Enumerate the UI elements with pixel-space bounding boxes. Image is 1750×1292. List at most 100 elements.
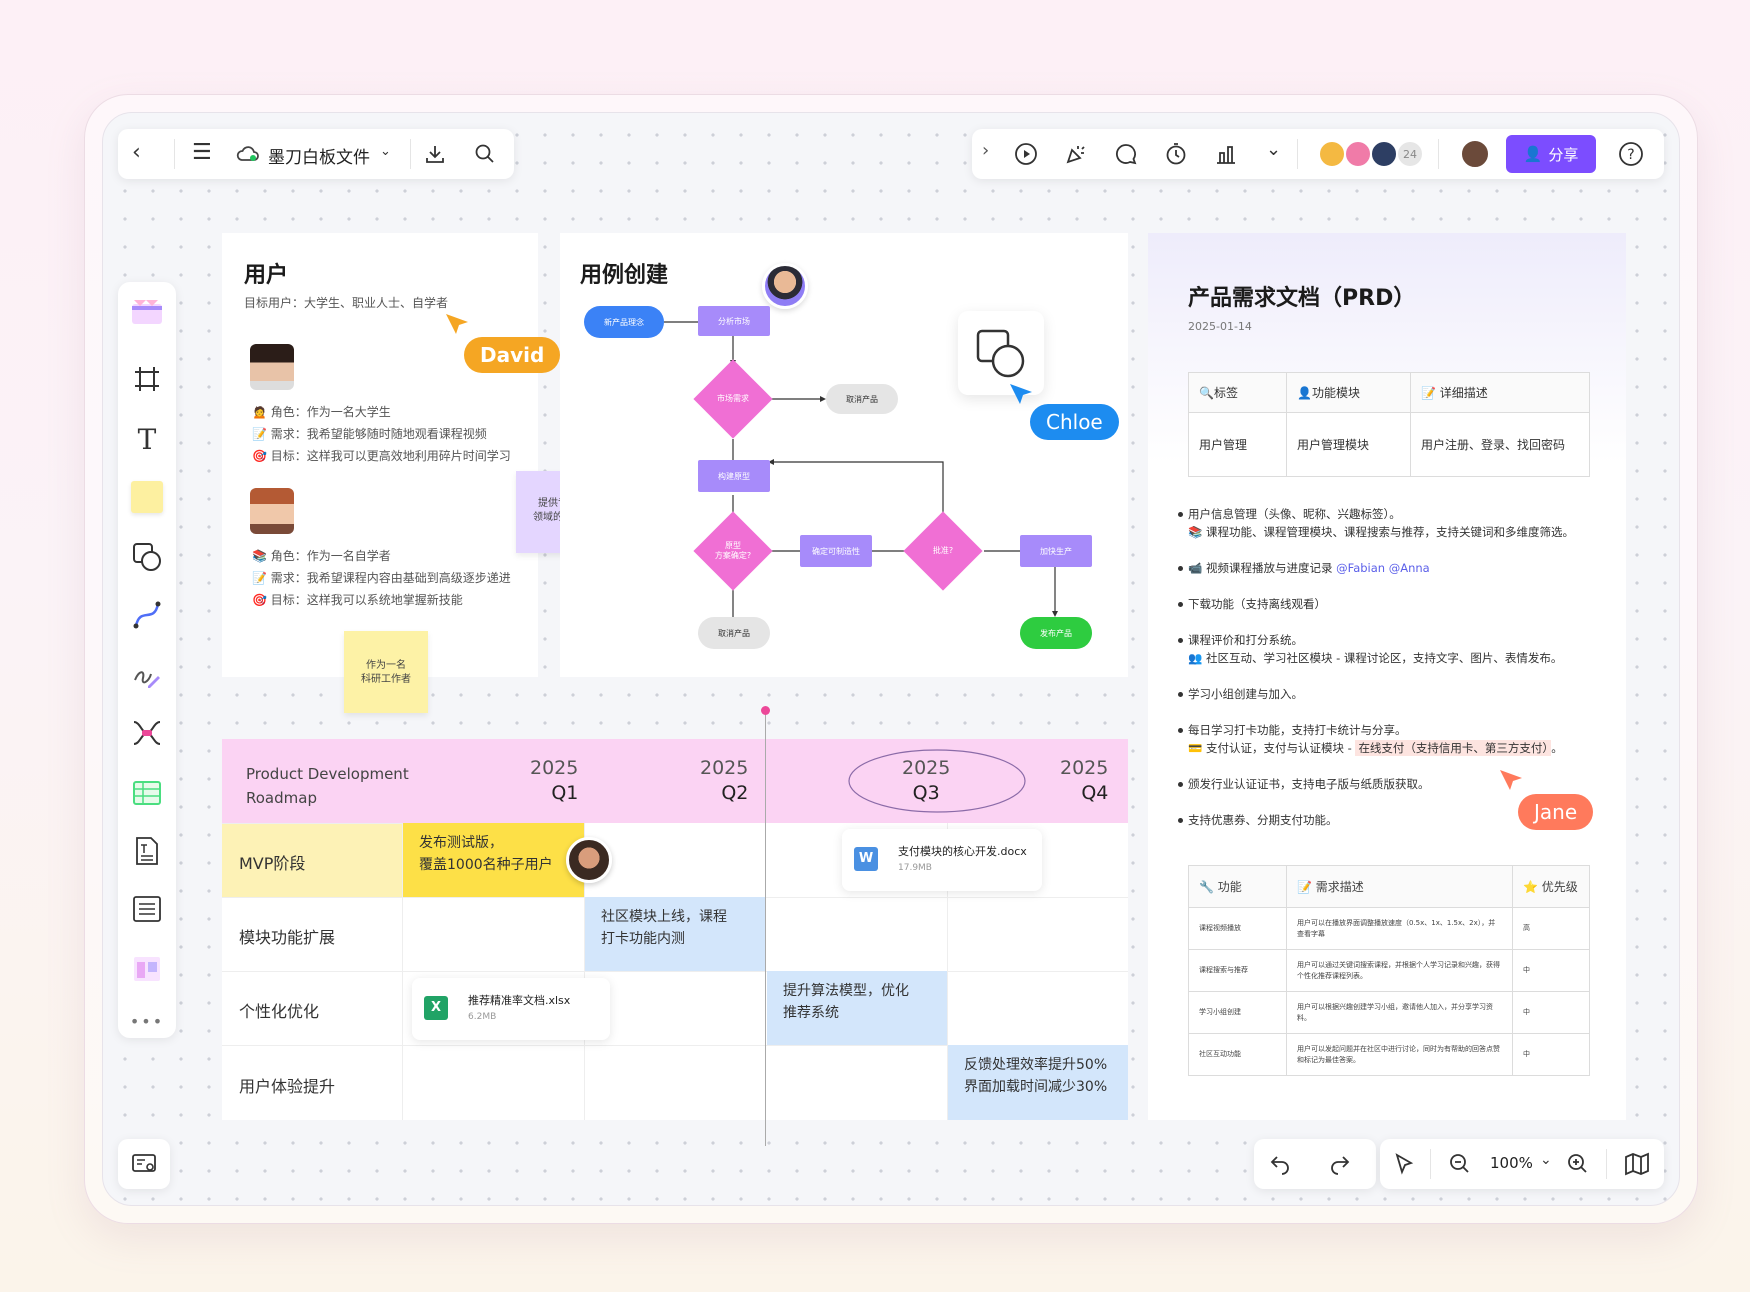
redo-icon[interactable] bbox=[1328, 1152, 1352, 1176]
play-icon[interactable] bbox=[1014, 142, 1038, 166]
roadmap-row-ux bbox=[222, 1045, 1128, 1119]
mention-link[interactable]: @Fabian @Anna bbox=[1336, 561, 1430, 575]
word-file-icon: W bbox=[854, 847, 878, 871]
flow-node-release[interactable]: 发布产品 bbox=[1020, 617, 1092, 649]
undo-icon[interactable] bbox=[1268, 1152, 1292, 1176]
timeline-marker-line[interactable] bbox=[765, 710, 766, 1146]
celebrate-icon[interactable] bbox=[1064, 142, 1088, 166]
member-count-badge[interactable]: 24 bbox=[1396, 140, 1424, 168]
roadmap-task-ux[interactable]: 反馈处理效率提升50% 界面加载时间减少30% bbox=[948, 1045, 1128, 1120]
roadmap-q3-label: Q3 bbox=[912, 781, 940, 804]
comment-icon[interactable] bbox=[1114, 142, 1138, 166]
zoom-level[interactable]: 100% bbox=[1490, 1154, 1533, 1172]
roadmap-q3-header: 2025 Q3 bbox=[902, 756, 950, 805]
roadmap-q4-label: Q4 bbox=[1081, 781, 1109, 804]
file-name-xlsx: 推荐精准率文档.xlsx bbox=[468, 994, 571, 1007]
flow-node-analyze[interactable]: 分析市场 bbox=[698, 306, 770, 336]
roadmap-q2-label: Q2 bbox=[721, 781, 749, 804]
chevron-down-icon[interactable]: ⌄ bbox=[380, 144, 391, 159]
kanban-tool-icon[interactable] bbox=[128, 950, 166, 988]
help-icon[interactable]: ? bbox=[1618, 141, 1644, 167]
table-row: 社区互动功能用户可以发起问题并在社区中进行讨论，同时为有帮助的回答点赞和标记为最… bbox=[1188, 1033, 1590, 1076]
collaborator-avatar[interactable] bbox=[1318, 140, 1346, 168]
prd-bullet: 颁发行业认证证书，支持电子版与纸质版获取。 bbox=[1178, 775, 1430, 793]
persona-1-goal: 🎯 目标：这样我可以更高效地利用碎片时间学习 bbox=[252, 449, 511, 463]
table-header: 🔧 功能 bbox=[1188, 865, 1287, 908]
text-tool-icon[interactable]: T bbox=[137, 422, 157, 456]
template-icon[interactable] bbox=[128, 290, 166, 328]
sticky-note-icon[interactable] bbox=[128, 478, 166, 516]
roadmap-q3-year: 2025 bbox=[902, 757, 951, 779]
flow-decision-need-label: 市场需求 bbox=[717, 394, 749, 404]
undo-redo-group bbox=[1254, 1139, 1376, 1189]
roadmap-title: Product Development Roadmap bbox=[246, 765, 409, 807]
roadmap-task-personal[interactable]: 提升算法模型，优化 推荐系统 bbox=[767, 971, 947, 1045]
collaborator-avatar bbox=[762, 263, 808, 309]
flow-node-produce[interactable]: 加快生产 bbox=[1020, 535, 1092, 567]
roadmap-row-label: 模块功能扩展 bbox=[239, 928, 336, 947]
menu-icon[interactable]: ☰ bbox=[192, 140, 212, 165]
select-pointer-icon[interactable] bbox=[1392, 1152, 1416, 1176]
minimap-button[interactable] bbox=[118, 1139, 170, 1189]
file-name[interactable]: 墨刀白板文件 bbox=[268, 148, 370, 168]
flow-node-build[interactable]: 构建原型 bbox=[698, 460, 770, 492]
connector-tool-icon[interactable] bbox=[128, 596, 166, 634]
svg-text:?: ? bbox=[1627, 147, 1634, 163]
table-cell: 用户注册、登录、找回密码 bbox=[1410, 412, 1590, 477]
persona-avatar-1 bbox=[250, 344, 294, 390]
top-left-toolbar: ‹ ☰ 墨刀白板文件 ⌄ bbox=[118, 129, 514, 179]
share-button[interactable]: 👤分享 bbox=[1506, 135, 1596, 173]
add-user-icon: 👤 bbox=[1523, 145, 1543, 163]
roadmap-q1-year: 2025 bbox=[530, 757, 579, 779]
prd-bullet: 下载功能（支持离线观看） bbox=[1178, 595, 1326, 613]
sticky-note-yellow[interactable]: 作为一名 科研工作者 bbox=[344, 631, 428, 713]
roadmap-q2-header: 2025 Q2 bbox=[700, 756, 748, 805]
persona-avatar-2 bbox=[250, 488, 294, 534]
more-down-icon[interactable]: ⌄ bbox=[1266, 139, 1282, 160]
table-header: ⭐ 优先级 bbox=[1512, 865, 1590, 908]
flow-node-start[interactable]: 新产品理念 bbox=[584, 306, 664, 338]
collaborator-avatar[interactable] bbox=[1370, 140, 1398, 168]
timeline-marker-dot[interactable] bbox=[761, 706, 770, 715]
download-icon[interactable] bbox=[424, 143, 446, 165]
table-row: 学习小组创建用户可以根据兴趣创建学习小组，邀请他人加入，并分享学习资料。中 bbox=[1188, 991, 1590, 1034]
chevron-right-icon[interactable]: › bbox=[982, 140, 990, 161]
flow-node-cancel-2[interactable]: 取消产品 bbox=[698, 617, 770, 649]
zoom-out-icon[interactable] bbox=[1448, 1152, 1472, 1176]
flow-node-cancel-1[interactable]: 取消产品 bbox=[826, 384, 898, 414]
shape-insert-card[interactable] bbox=[958, 311, 1044, 395]
roadmap-task-module[interactable]: 社区模块上线，课程 打卡功能内测 bbox=[585, 897, 766, 971]
highlighted-text[interactable]: 在线支付（支持信用卡、第三方支付） bbox=[1355, 740, 1552, 757]
file-size-xlsx: 6.2MB bbox=[468, 1012, 497, 1022]
table-cell: 用户管理 bbox=[1188, 412, 1287, 477]
table-row: 课程视频播放用户可以在播放界面调整播放速度（0.5x、1x、1.5x、2x），并… bbox=[1188, 907, 1590, 950]
table-tool-icon[interactable] bbox=[128, 774, 166, 812]
pen-tool-icon[interactable] bbox=[128, 656, 166, 694]
zoom-dropdown-icon[interactable]: ⌄ bbox=[1540, 1152, 1552, 1168]
document-tool-icon[interactable] bbox=[128, 832, 166, 870]
persona-panel[interactable] bbox=[222, 233, 538, 677]
collaborator-avatar[interactable] bbox=[1344, 140, 1372, 168]
timer-icon[interactable] bbox=[1164, 142, 1188, 166]
search-icon[interactable] bbox=[474, 143, 496, 165]
list-tool-icon[interactable] bbox=[128, 890, 166, 928]
map-icon[interactable] bbox=[1624, 1152, 1650, 1176]
roadmap-task-mvp[interactable]: 发布测试版， 覆盖1000名种子用户 bbox=[403, 823, 584, 897]
flow-node-feasible[interactable]: 确定可制造性 bbox=[800, 535, 872, 567]
table-row: 课程搜索与推荐用户可以通过关键词搜索课程，并根据个人学习记录和兴趣，获得个性化推… bbox=[1188, 949, 1590, 992]
persona-1-need: 📝 需求：我希望能够随时随地观看课程视频 bbox=[252, 427, 487, 441]
more-tools-icon[interactable]: ••• bbox=[129, 1011, 165, 1031]
back-icon[interactable]: ‹ bbox=[132, 140, 141, 165]
file-card-xlsx[interactable]: X 推荐精准率文档.xlsx 6.2MB bbox=[412, 978, 610, 1040]
file-card-docx[interactable]: W 支付模块的核心开发.docx 17.9MB bbox=[842, 829, 1042, 891]
shape-tool-icon[interactable] bbox=[128, 538, 166, 576]
vote-icon[interactable] bbox=[1214, 142, 1238, 166]
frame-tool-icon[interactable] bbox=[128, 360, 166, 398]
persona-1-role: 🙍 角色：作为一名大学生 bbox=[252, 405, 391, 419]
mindmap-tool-icon[interactable] bbox=[128, 714, 166, 752]
current-user-avatar[interactable] bbox=[1460, 139, 1490, 169]
file-name-docx: 支付模块的核心开发.docx bbox=[898, 845, 1027, 858]
prd-bullet: 支持优惠券、分期支付功能。 bbox=[1178, 811, 1338, 829]
zoom-in-icon[interactable] bbox=[1566, 1152, 1590, 1176]
persona-title: 用户 bbox=[244, 263, 289, 288]
